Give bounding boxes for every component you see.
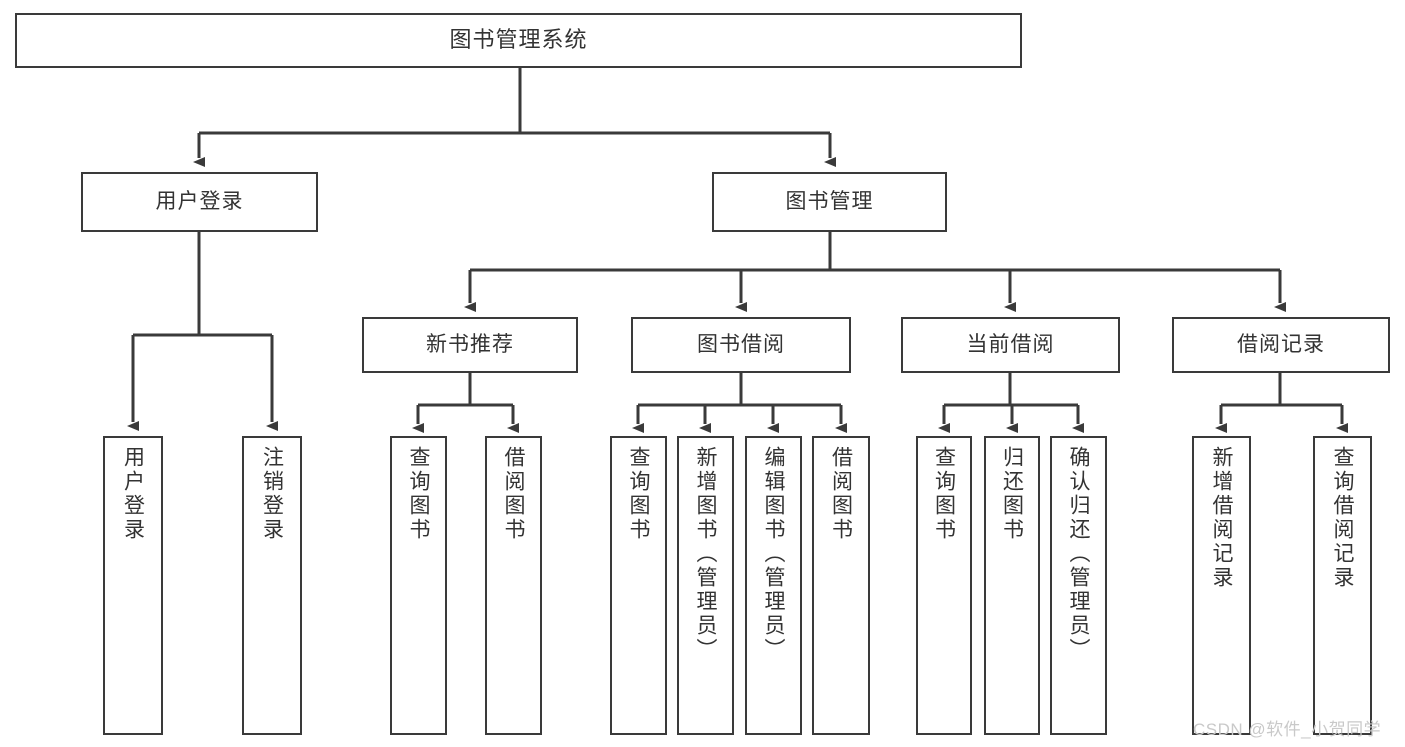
- leaf-query-borrow-record-label: 查询借阅记录: [1331, 446, 1354, 590]
- leaf-add-book-admin-label: 新增图书（管理员）: [694, 446, 717, 662]
- leaf-return-book[interactable]: 归还图书: [984, 436, 1040, 735]
- leaf-query-book-current-label: 查询图书: [932, 446, 956, 542]
- leaf-logout-label: 注销登录: [260, 446, 284, 542]
- csdn-watermark: CSDN @软件_小贺同学: [1193, 720, 1382, 739]
- node-user-login[interactable]: 用户登录: [81, 172, 318, 232]
- leaf-query-book-current[interactable]: 查询图书: [916, 436, 972, 735]
- node-root-label: 图书管理系统: [449, 27, 588, 53]
- leaf-confirm-return-admin[interactable]: 确认归还（管理员）: [1050, 436, 1107, 735]
- node-current-borrow-label: 当前借阅: [966, 333, 1055, 357]
- leaf-add-borrow-record-label: 新增借阅记录: [1210, 446, 1233, 590]
- leaf-add-borrow-record[interactable]: 新增借阅记录: [1192, 436, 1251, 735]
- leaf-query-book-newbook-label: 查询图书: [407, 446, 430, 542]
- node-borrow-record-label: 借阅记录: [1237, 333, 1325, 357]
- leaf-logout[interactable]: 注销登录: [242, 436, 302, 735]
- leaf-borrow-book-newbook[interactable]: 借阅图书: [485, 436, 542, 735]
- leaf-borrow-book-newbook-label: 借阅图书: [502, 446, 525, 542]
- leaf-add-book-admin[interactable]: 新增图书（管理员）: [677, 436, 734, 735]
- leaf-query-book-newbook[interactable]: 查询图书: [390, 436, 447, 735]
- leaf-borrow-book-label: 借阅图书: [829, 446, 853, 542]
- leaf-query-book-borrow[interactable]: 查询图书: [610, 436, 667, 735]
- leaf-confirm-return-admin-label: 确认归还（管理员）: [1067, 446, 1090, 662]
- leaf-edit-book-admin-label: 编辑图书（管理员）: [762, 446, 785, 662]
- node-book-borrow[interactable]: 图书借阅: [631, 317, 851, 373]
- node-borrow-record[interactable]: 借阅记录: [1172, 317, 1390, 373]
- node-book-borrow-label: 图书借阅: [697, 333, 785, 357]
- node-user-login-label: 用户登录: [155, 190, 244, 214]
- node-root[interactable]: 图书管理系统: [15, 13, 1022, 68]
- node-book-management[interactable]: 图书管理: [712, 172, 947, 232]
- node-new-book-recommend-label: 新书推荐: [426, 333, 514, 357]
- leaf-user-login-label: 用户登录: [121, 446, 145, 542]
- leaf-query-book-borrow-label: 查询图书: [627, 446, 650, 542]
- leaf-user-login[interactable]: 用户登录: [103, 436, 163, 735]
- leaf-return-book-label: 归还图书: [1000, 446, 1024, 542]
- node-new-book-recommend[interactable]: 新书推荐: [362, 317, 578, 373]
- node-book-management-label: 图书管理: [785, 190, 874, 214]
- leaf-edit-book-admin[interactable]: 编辑图书（管理员）: [745, 436, 802, 735]
- leaf-query-borrow-record[interactable]: 查询借阅记录: [1313, 436, 1372, 735]
- node-current-borrow[interactable]: 当前借阅: [901, 317, 1120, 373]
- leaf-borrow-book[interactable]: 借阅图书: [812, 436, 870, 735]
